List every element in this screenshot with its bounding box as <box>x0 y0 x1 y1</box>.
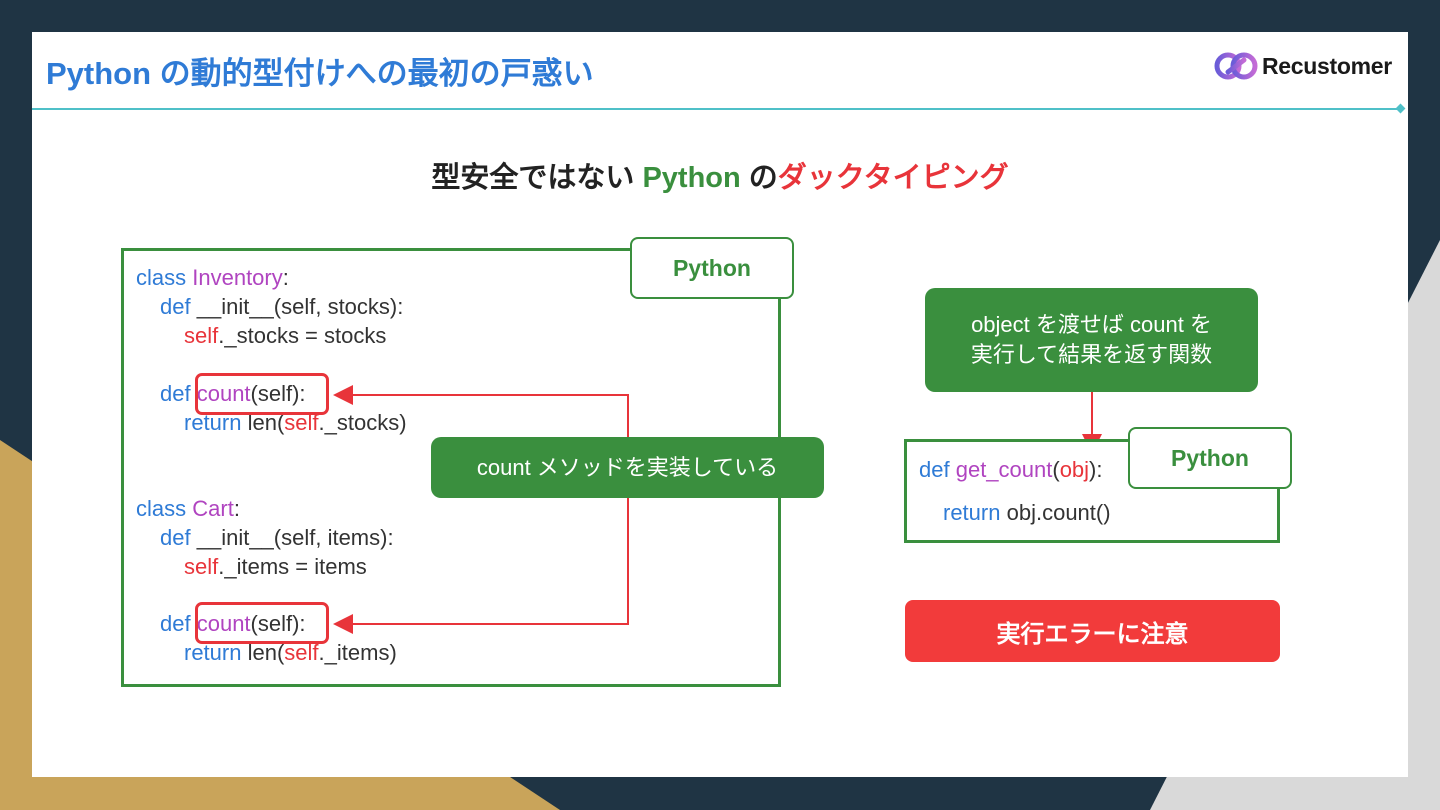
recustomer-logo-icon <box>1214 52 1258 80</box>
code-line: class Cart: <box>136 496 240 521</box>
code-line: self._items = items <box>184 554 367 579</box>
python-label: Python <box>1128 427 1292 489</box>
code-line: return obj.count() <box>943 500 1111 525</box>
count-highlight <box>195 373 329 415</box>
code-line: def count(self): <box>160 611 306 636</box>
python-label: Python <box>630 237 794 299</box>
code-line: class Inventory: <box>136 265 289 290</box>
slide-title: Python の動的型付けへの最初の戸惑い <box>46 56 594 91</box>
code-line: def get_count(obj): <box>919 457 1103 482</box>
code-line: def count(self): <box>160 381 306 406</box>
runtime-error-warning: 実行エラーに注意 <box>905 600 1280 662</box>
subtitle-duck-typing: ダックタイピング <box>777 162 1009 194</box>
code-line: def __init__(self, stocks): <box>160 294 404 319</box>
code-line: return len(self._items) <box>184 640 397 665</box>
callout-object-line2: 実行して結果を返す関数 <box>970 342 1213 367</box>
code-line: def __init__(self, items): <box>160 525 394 550</box>
code-line: self._stocks = stocks <box>184 323 387 348</box>
subtitle-python: Python <box>642 162 741 194</box>
slide-subtitle: 型安全ではない Python のダックタイピング <box>0 154 1440 196</box>
count-highlight <box>195 602 329 644</box>
header-divider <box>32 108 1402 110</box>
logo: Recustomer <box>1214 48 1392 84</box>
logo-text: Recustomer <box>1262 52 1392 79</box>
subtitle-mid: の <box>740 162 778 194</box>
subtitle-prefix: 型安全ではない <box>431 162 643 194</box>
callout-object-line1: object を渡せば count を <box>971 312 1212 337</box>
callout-object-function: object を渡せば count を 実行して結果を返す関数 <box>925 288 1258 392</box>
callout-count-method: count メソッドを実装している <box>431 437 824 498</box>
